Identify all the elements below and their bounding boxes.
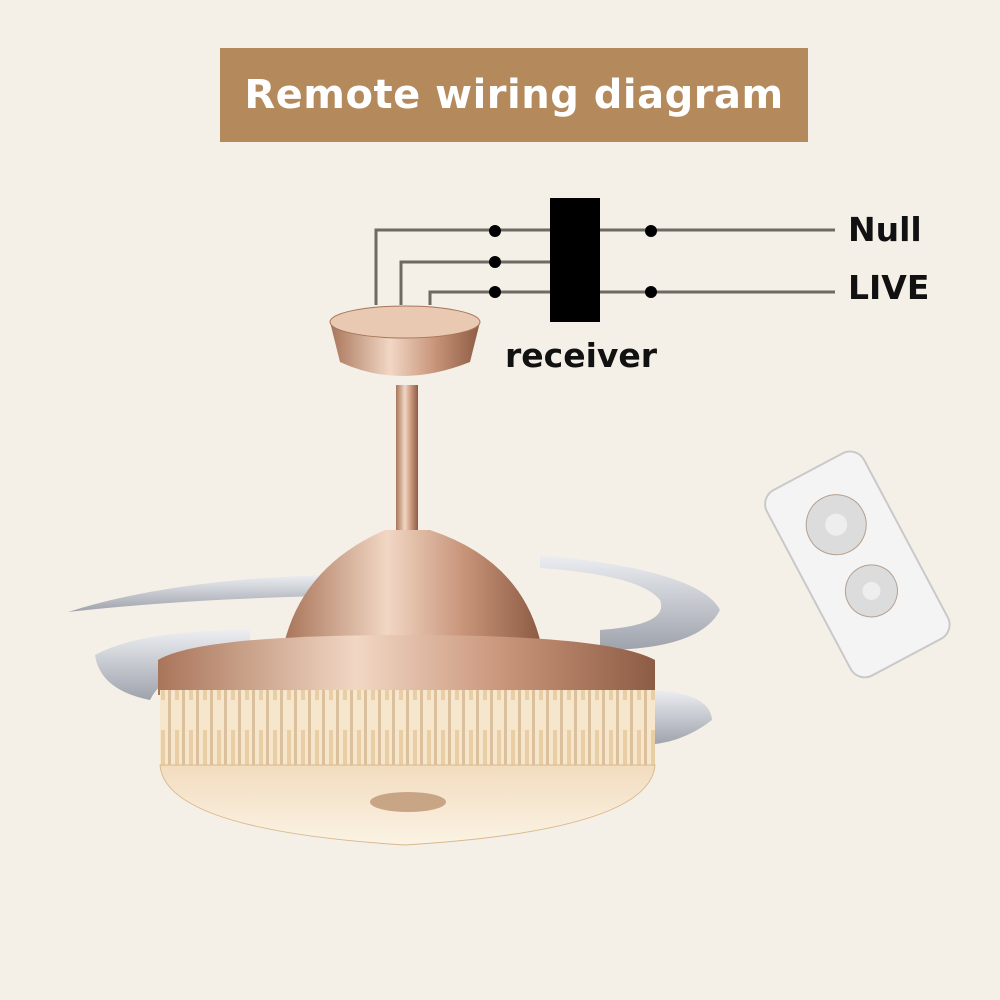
wire-3 <box>428 290 835 305</box>
ceiling-fan <box>68 305 720 846</box>
receiver-label: receiver <box>505 336 658 375</box>
receiver-box <box>550 198 600 322</box>
fan-blade <box>640 690 712 745</box>
downrod <box>396 385 418 535</box>
wire-terminals <box>489 225 657 298</box>
wire-2 <box>399 260 550 305</box>
center-ornament <box>370 792 446 812</box>
motor-housing <box>285 530 540 640</box>
wire-1 <box>374 228 835 305</box>
null-label: Null <box>848 210 922 249</box>
wiring <box>374 228 835 305</box>
live-label: LIVE <box>848 268 930 307</box>
remote-control <box>764 450 951 679</box>
lamp-rim <box>158 635 655 695</box>
crystal-band <box>160 690 655 770</box>
title-banner: Remote wiring diagram <box>220 48 808 142</box>
title-text: Remote wiring diagram <box>244 72 784 118</box>
fan-blade <box>540 555 720 650</box>
